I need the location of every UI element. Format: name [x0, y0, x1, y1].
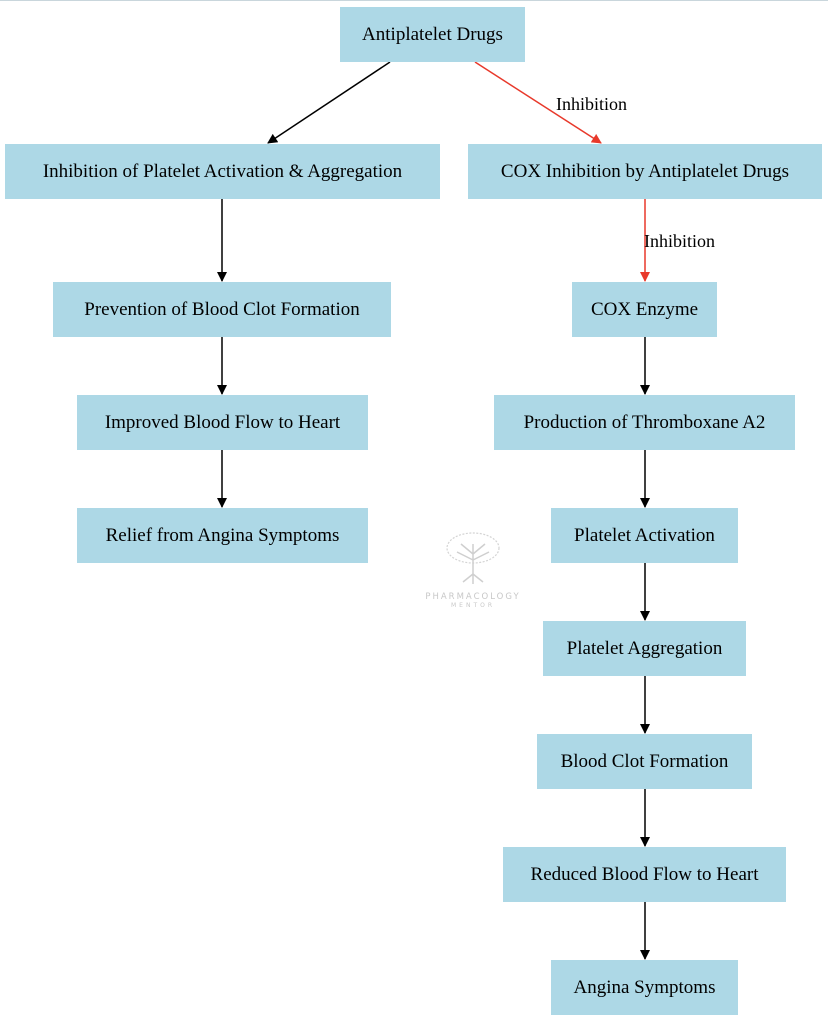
- tree-logo-icon: [446, 532, 500, 584]
- edge-drugs-to-inhibition-platelet: [267, 61, 391, 144]
- node-thromboxane: Production of Thromboxane A2: [494, 395, 795, 450]
- watermark-line2: MENTOR: [450, 602, 495, 609]
- node-reduced-blood-flow: Reduced Blood Flow to Heart: [503, 847, 786, 902]
- top-border: [0, 0, 828, 1]
- node-prevention-clot: Prevention of Blood Clot Formation: [53, 282, 391, 337]
- node-cox-enzyme: COX Enzyme: [572, 282, 717, 337]
- node-cox-inhibition: COX Inhibition by Antiplatelet Drugs: [468, 144, 822, 199]
- node-antiplatelet-drugs: Antiplatelet Drugs: [340, 7, 525, 62]
- node-inhibition-platelet-activation: Inhibition of Platelet Activation & Aggr…: [5, 144, 440, 199]
- node-platelet-activation: Platelet Activation: [551, 508, 738, 563]
- node-platelet-aggregation: Platelet Aggregation: [543, 621, 746, 676]
- edge-label-inhibition-1: Inhibition: [556, 94, 627, 114]
- node-improved-blood-flow: Improved Blood Flow to Heart: [77, 395, 368, 450]
- edge-drugs-to-cox-inhibition: [474, 61, 602, 144]
- node-relief-angina: Relief from Angina Symptoms: [77, 508, 368, 563]
- node-blood-clot-formation: Blood Clot Formation: [537, 734, 752, 789]
- node-angina-symptoms: Angina Symptoms: [551, 960, 738, 1015]
- watermark-line1: PHARMACOLOGY: [425, 592, 521, 602]
- watermark: PHARMACOLOGY MENTOR: [408, 530, 538, 609]
- edge-label-inhibition-2: Inhibition: [644, 231, 715, 251]
